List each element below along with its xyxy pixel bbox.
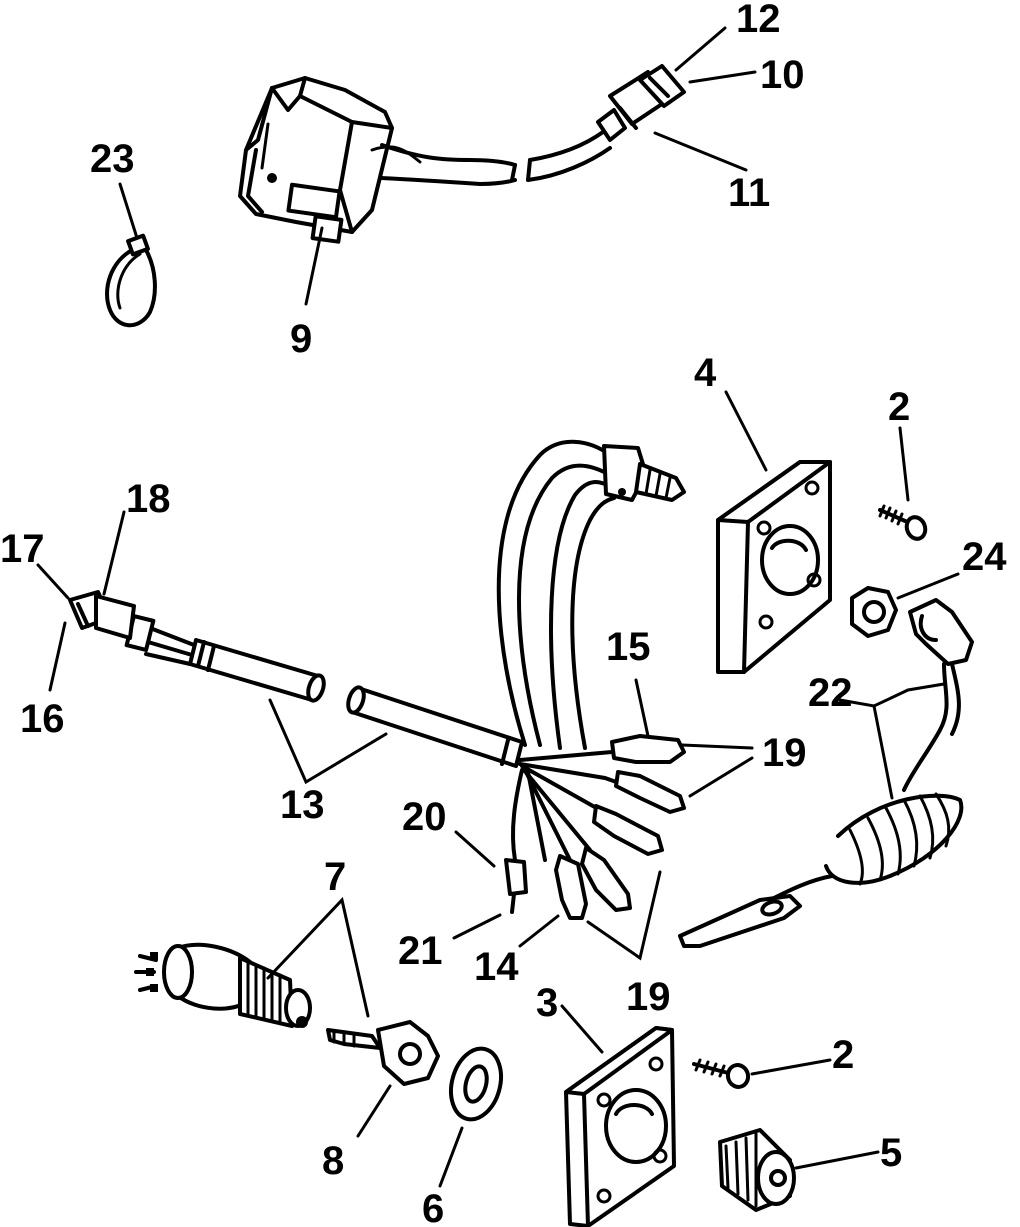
hex-nut-icon — [850, 586, 898, 638]
callout-2-lower: 2 — [832, 1033, 854, 1077]
callout-16: 16 — [20, 697, 65, 741]
callout-24: 24 — [962, 535, 1007, 579]
connector-plug-icon — [68, 590, 136, 640]
ignition-key-switch-icon — [134, 942, 312, 1028]
callout-21: 21 — [398, 929, 443, 973]
harness-pigtails — [510, 750, 624, 862]
emergency-stop-switch-icon — [238, 76, 394, 244]
callout-4: 4 — [694, 351, 717, 395]
mounting-plate-icon — [564, 1026, 676, 1227]
callout-13: 13 — [280, 783, 325, 827]
callout-17: 17 — [0, 527, 45, 571]
wire-harness-icon — [124, 439, 686, 768]
callout-9: 9 — [290, 317, 312, 361]
callout-14: 14 — [474, 945, 519, 989]
leader-lines — [36, 26, 960, 1188]
callout-18: 18 — [126, 477, 171, 521]
screw-icon — [878, 504, 928, 541]
knurled-cap-icon — [718, 1128, 796, 1212]
callout-2-upper: 2 — [888, 385, 910, 429]
callout-3: 3 — [536, 981, 558, 1025]
callout-10: 10 — [760, 53, 805, 97]
callout-5: 5 — [880, 1131, 902, 1175]
coiled-lanyard-icon — [678, 598, 974, 948]
callout-7: 7 — [324, 855, 346, 899]
callout-6: 6 — [422, 1187, 444, 1227]
washer-icon — [449, 1046, 503, 1122]
callout-23: 23 — [90, 137, 135, 181]
ring-terminals — [504, 734, 686, 920]
callout-15: 15 — [606, 625, 651, 669]
callout-11: 11 — [728, 171, 770, 215]
screw-icon — [692, 1058, 751, 1089]
callout-20: 20 — [402, 795, 447, 839]
switch-cable — [370, 130, 612, 186]
mounting-plate-icon — [716, 460, 832, 674]
callout-19-upper: 19 — [762, 731, 807, 775]
callout-19-lower: 19 — [626, 975, 671, 1019]
ignition-key-icon — [326, 1020, 440, 1086]
callout-12: 12 — [736, 0, 781, 41]
callout-22: 22 — [808, 671, 853, 715]
hose-clamp-icon — [105, 233, 157, 328]
callout-8: 8 — [322, 1139, 344, 1183]
connector-plug-icon — [596, 64, 686, 142]
